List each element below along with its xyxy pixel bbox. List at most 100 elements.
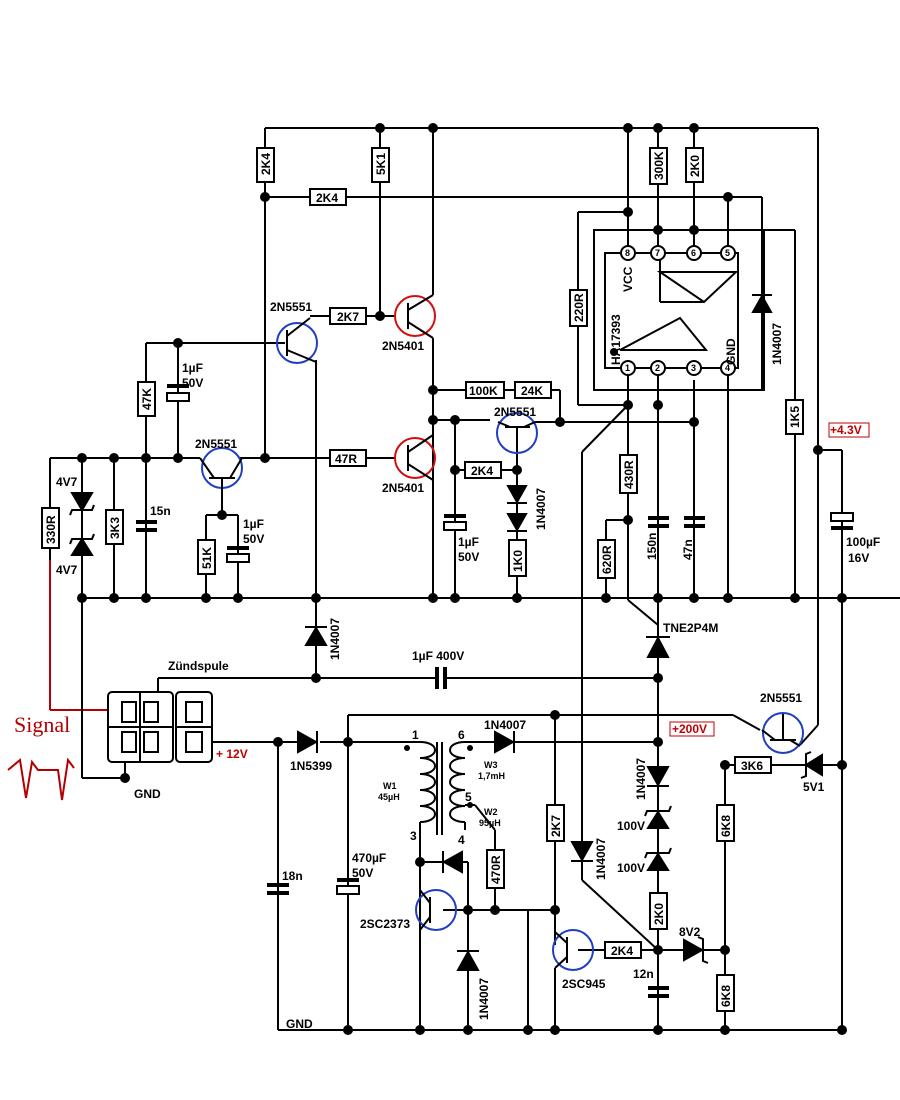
transformer: 1 6 5 3 4 W1 45µH W3 1,7mH W2 95µH <box>378 728 505 847</box>
resistor-3k3-label: 3K3 <box>108 517 122 539</box>
transistor-2n5551-c-label: 2N5551 <box>195 437 237 451</box>
transistor-2n5551-d <box>762 712 804 754</box>
zener-4v7-a-label: 4V7 <box>56 475 78 489</box>
capacitor-470uf-voltage: 50V <box>352 866 373 880</box>
resistor-330r <box>41 507 60 549</box>
resistor-2k4-bot-label: 2K4 <box>611 944 633 958</box>
gnd-label-bottom: GND <box>286 1017 313 1031</box>
resistor-100k <box>465 381 505 399</box>
resistor-47k <box>137 381 156 417</box>
ic-pin-3: 3 <box>691 363 696 373</box>
resistors: 2K4 5K1 2K4 300K 2K0 220R 2K7 47K 100K 2… <box>41 147 804 1012</box>
voltage-tag-200v-box <box>669 721 715 737</box>
thyristor-tne2p4m <box>646 635 670 658</box>
capacitor-12n-label: 12n <box>633 967 654 981</box>
gnd-label-left: GND <box>134 787 161 801</box>
resistor-6k8-b-label: 6K8 <box>719 985 733 1007</box>
diode-1n4007-v-label: 1N4007 <box>634 758 648 800</box>
transistor-2n5401-b-label: 2N5401 <box>382 481 424 495</box>
zener-4v7-a <box>70 492 94 512</box>
resistor-2k0-b <box>649 892 668 930</box>
diode-1n4007-w3 <box>494 730 516 754</box>
resistor-5k1-label: 5K1 <box>374 153 388 175</box>
ignition-connector: Zündspule GND + 12V Signal <box>14 659 248 801</box>
zener-8v2-label: 8V2 <box>679 925 701 939</box>
signal-label: Signal <box>14 712 70 737</box>
diode-1n5399-label: 1N5399 <box>290 759 332 773</box>
diode-1n4007-mid-1 <box>506 485 528 505</box>
resistor-2k4-mid-label: 2K4 <box>471 464 493 478</box>
capacitor-150n-label: 150n <box>645 533 659 560</box>
capacitor-1uf-b-label: 1µF <box>243 517 264 531</box>
coil-label: Zündspule <box>168 659 229 673</box>
transistor-2sc2373 <box>415 889 457 931</box>
capacitor-470uf <box>336 885 360 895</box>
resistor-3k6 <box>734 756 772 774</box>
resistor-47k-label: 47K <box>140 388 154 410</box>
thyristor-tne2p4m-label: TNE2P4M <box>663 621 718 635</box>
resistor-6k8-a-label: 6K8 <box>719 815 733 837</box>
voltage-tag-4v3-box <box>828 422 870 438</box>
resistor-3k3 <box>105 509 124 545</box>
transistor-2n5401-a <box>394 295 436 337</box>
transistor-2n5551-a <box>276 322 318 364</box>
resistor-220r <box>569 289 588 327</box>
voltage-tag-200v: +200V <box>672 722 707 736</box>
resistor-2k7-a <box>329 307 367 325</box>
transistor-2n5401-a-label: 2N5401 <box>382 339 424 353</box>
capacitor-1uf-b-voltage: 50V <box>243 532 264 546</box>
wires <box>7 127 900 1031</box>
transistor-2n5551-a-label: 2N5551 <box>270 300 312 314</box>
resistor-51k-label: 51K <box>200 547 214 569</box>
resistor-2k7-a-label: 2K7 <box>337 310 359 324</box>
resistor-1k5 <box>785 399 804 435</box>
capacitor-1uf-c-voltage: 50V <box>458 550 479 564</box>
transistor-2n5401-b <box>394 437 436 479</box>
zener-5v1 <box>804 753 823 777</box>
diode-1n4007-low-label: 1N4007 <box>328 618 342 660</box>
diode-1n4007-mid-2 <box>506 513 528 533</box>
zener-5v1-label: 5V1 <box>803 780 825 794</box>
resistor-47r-label: 47R <box>335 452 357 466</box>
winding-w3-value: 1,7mH <box>478 771 505 781</box>
capacitor-100uf-label: 100µF <box>846 535 880 549</box>
resistor-330r-label: 330R <box>44 515 58 544</box>
resistor-300k <box>649 147 668 185</box>
resistor-2k7-b <box>546 804 565 842</box>
resistor-220r-label: 220R <box>572 293 586 322</box>
ic-pin-4: 4 <box>725 363 730 373</box>
ic-vcc-label: VCC <box>621 266 635 292</box>
ic-pin-2: 2 <box>655 363 660 373</box>
capacitor-1uf-a-label: 1µF <box>182 361 203 375</box>
diode-1n4007-diag-label: 1N4007 <box>594 838 608 880</box>
capacitors: 1µF 50V 15n 1µF 50V 1µF 50V 150n 47n 100… <box>136 361 880 998</box>
capacitor-47n-label: 47n <box>681 539 695 560</box>
terminal-3-label: 3 <box>410 829 417 843</box>
ic-pin-1: 1 <box>625 363 630 373</box>
zener-8v2 <box>683 938 705 962</box>
winding-w1-value: 45µH <box>378 792 400 802</box>
ic-pin-6: 6 <box>691 248 696 258</box>
ic-comparator-top <box>656 271 739 304</box>
capacitor-18n-label: 18n <box>282 869 303 883</box>
transistor-2sc945 <box>552 929 594 971</box>
capacitor-100uf-voltage: 16V <box>848 551 869 565</box>
resistor-430r-label: 430R <box>622 460 636 489</box>
capacitor-15n-label: 15n <box>150 504 171 518</box>
diode-1n4007-bot-label: 1N4007 <box>477 978 491 1020</box>
terminal-4-label: 4 <box>458 833 465 847</box>
capacitor-1uf-c <box>443 521 467 531</box>
resistor-3k6-label: 3K6 <box>741 759 763 773</box>
ic-gnd-label: GND <box>724 338 738 365</box>
voltage-tags: +4.3V +200V GND <box>286 422 870 1031</box>
resistor-2k0-top-label: 2K0 <box>688 155 702 177</box>
ic-ha17393: 8 7 6 5 1 2 3 4 HA17393 VCC GND <box>593 229 765 391</box>
ic-ha17393-label: HA17393 <box>609 314 623 365</box>
diode-1n5399 <box>297 730 319 754</box>
terminal-5-label: 5 <box>465 790 472 804</box>
voltage-tag-4v3: +4.3V <box>830 423 862 437</box>
resistor-620r <box>597 539 616 579</box>
resistor-6k8-b <box>716 974 735 1012</box>
resistor-47r <box>329 449 367 467</box>
